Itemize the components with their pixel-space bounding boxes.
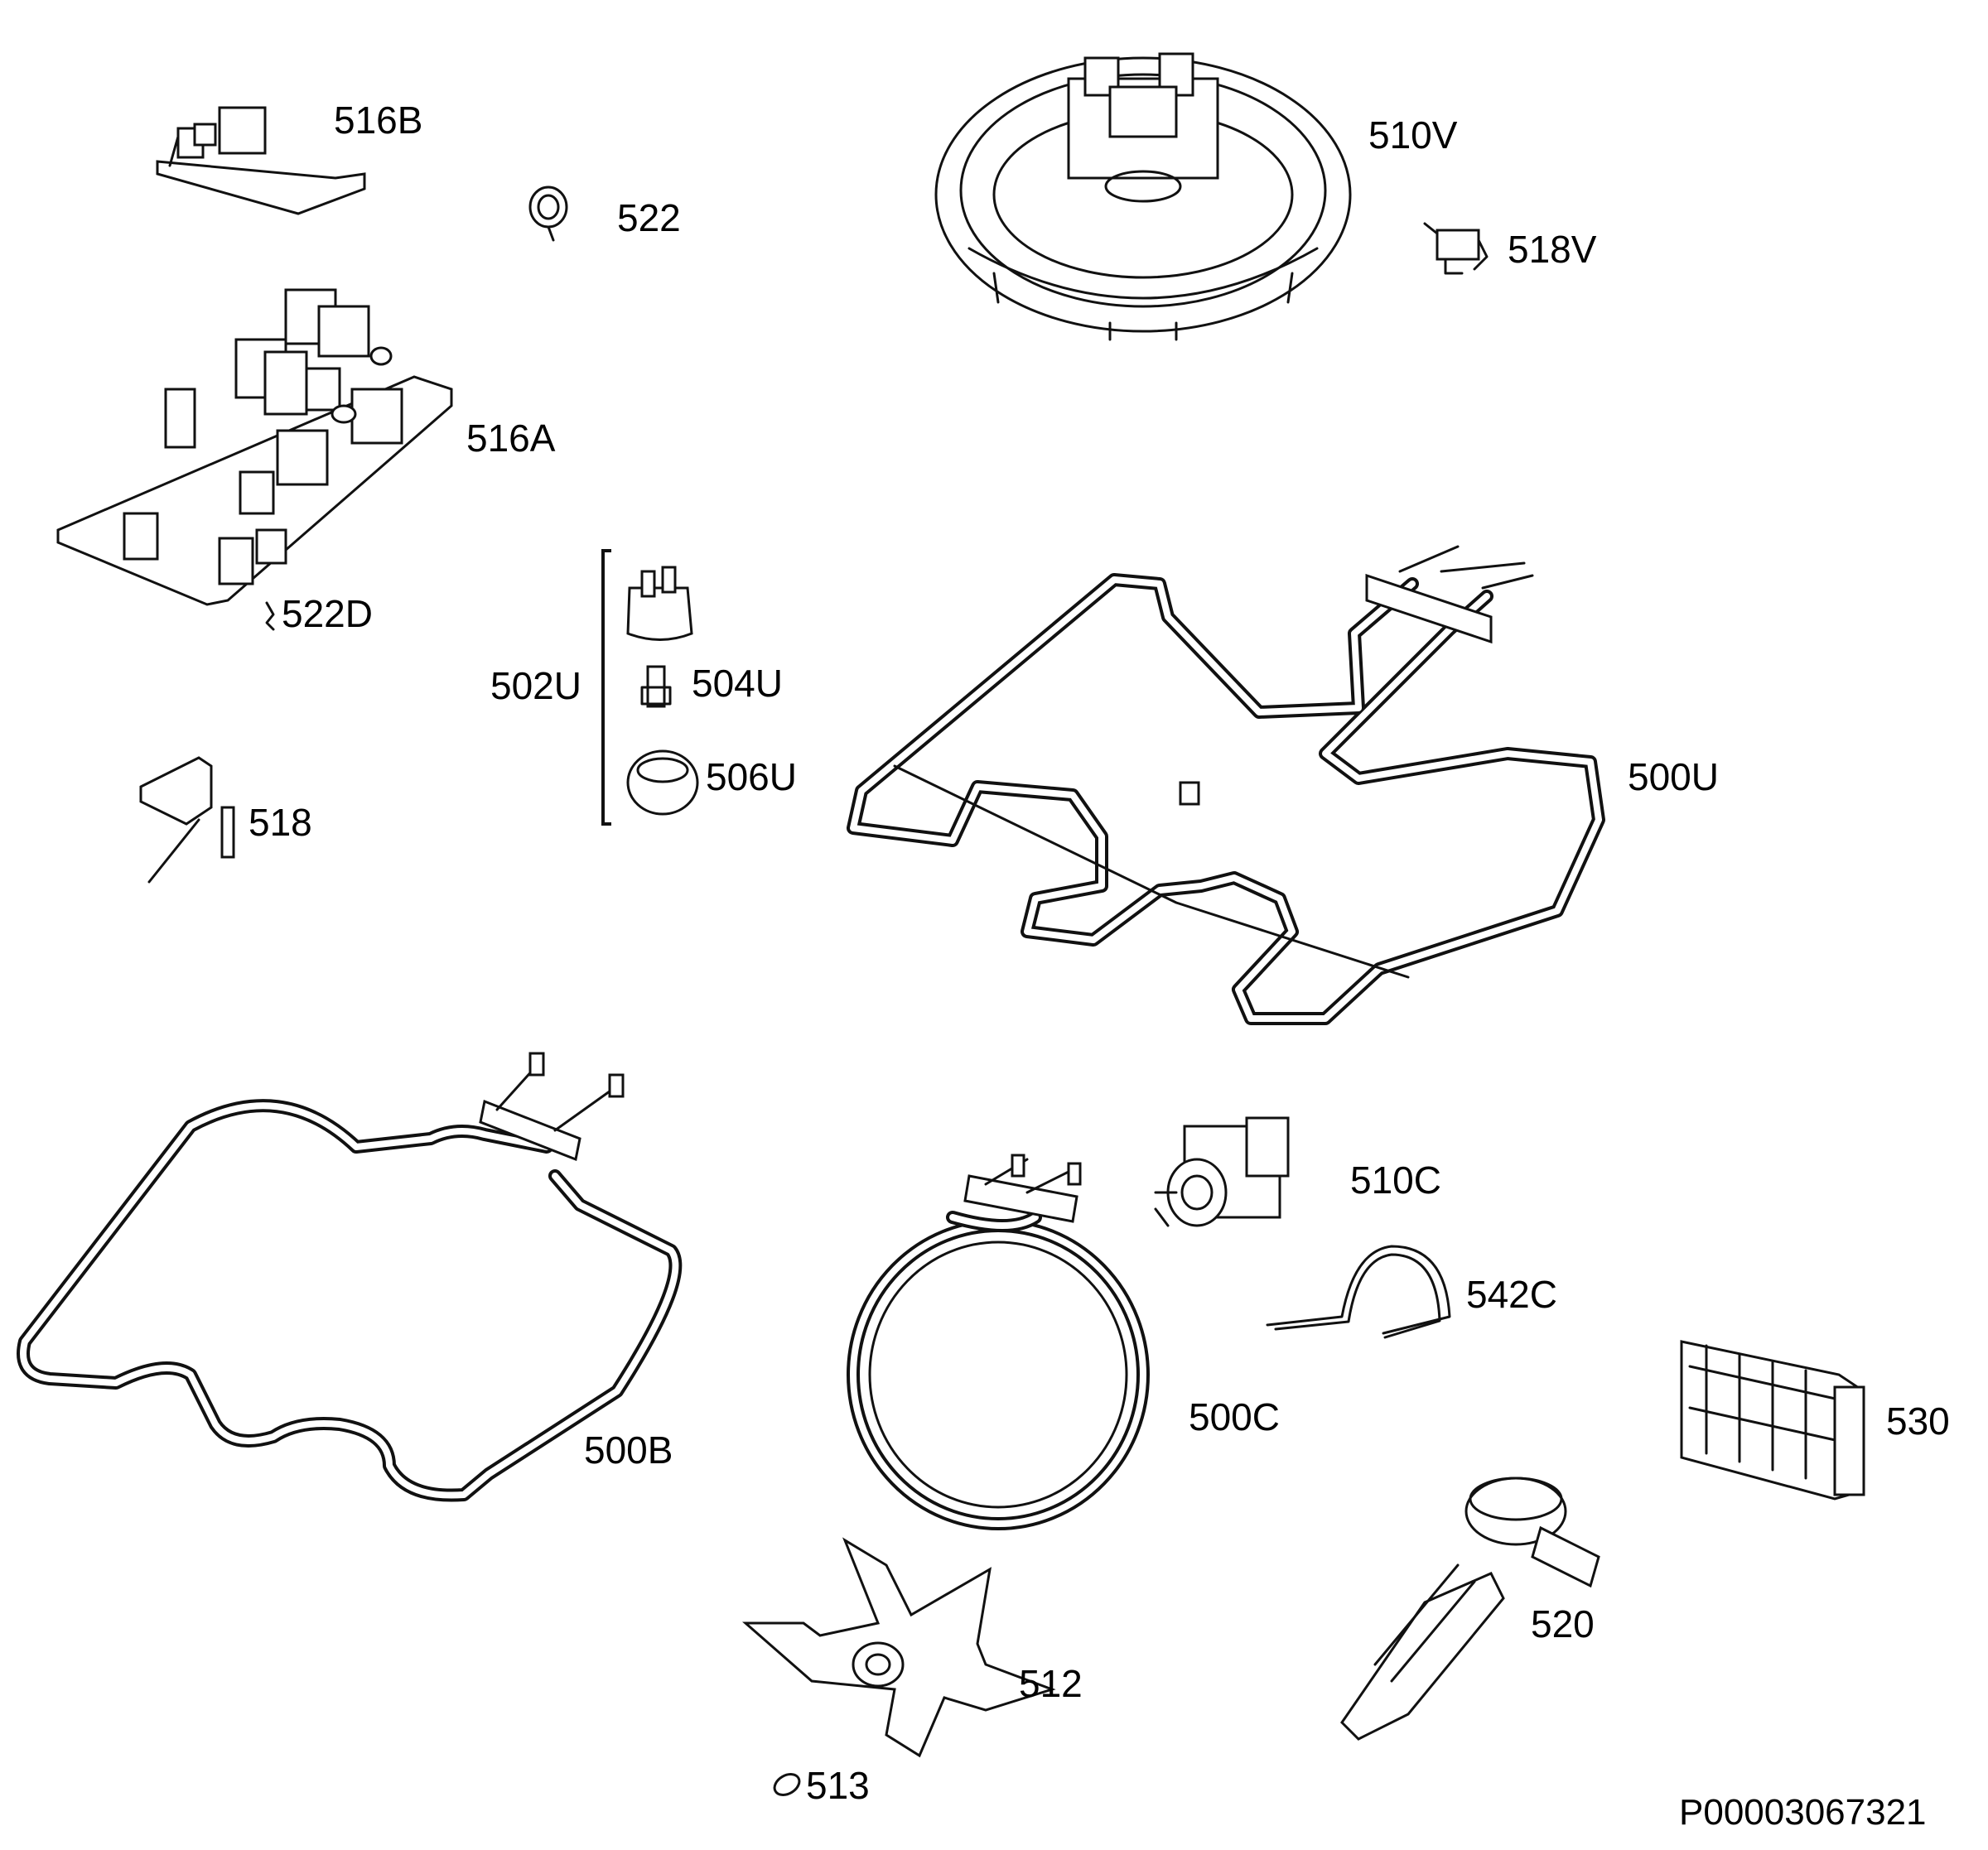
label-522D: 522D <box>282 592 373 635</box>
label-504U: 504U <box>692 662 783 705</box>
label-542C: 542C <box>1466 1273 1557 1316</box>
label-530: 530 <box>1886 1400 1950 1443</box>
label-516A: 516A <box>466 417 556 460</box>
part-504U-lamp-holder <box>626 566 693 708</box>
part-518-temperature-sensor <box>139 756 235 884</box>
part-520-switch <box>1340 1477 1600 1741</box>
part-542C-spring-clip <box>1266 1245 1451 1339</box>
part-512-fan-blade <box>742 1537 1056 1758</box>
part-502U-group-bracket <box>601 549 611 826</box>
part-510V-fan-motor-assembly <box>934 52 1352 341</box>
label-500B: 500B <box>584 1428 673 1472</box>
label-513: 513 <box>806 1764 870 1807</box>
label-516B: 516B <box>334 99 423 142</box>
label-522: 522 <box>617 196 681 239</box>
document-id: P00003067321 <box>1679 1792 1927 1833</box>
label-502U: 502U <box>490 664 581 707</box>
label-518V: 518V <box>1508 228 1597 271</box>
part-516A-main-board <box>56 288 453 606</box>
label-500C: 500C <box>1189 1395 1280 1438</box>
label-518: 518 <box>248 801 312 844</box>
part-500C-ring-element <box>847 1154 1150 1530</box>
part-513-nut <box>773 1773 801 1796</box>
label-520: 520 <box>1531 1602 1595 1645</box>
label-500U: 500U <box>1628 755 1719 798</box>
label-512: 512 <box>1019 1662 1083 1705</box>
label-510V: 510V <box>1368 113 1458 157</box>
part-500B-bottom-element <box>17 1052 683 1502</box>
part-510C-motor <box>1154 1116 1290 1227</box>
part-516B-control-board <box>156 106 366 215</box>
label-506U: 506U <box>706 755 797 798</box>
part-530-terminal-block <box>1680 1340 1865 1501</box>
part-506U-lamp-cover <box>626 749 699 816</box>
part-522-clip <box>528 185 568 242</box>
part-500U-grill-element <box>847 545 1605 1025</box>
label-510C: 510C <box>1350 1159 1441 1202</box>
part-522D-fuse <box>265 601 275 631</box>
part-518V-thermostat <box>1423 222 1489 275</box>
